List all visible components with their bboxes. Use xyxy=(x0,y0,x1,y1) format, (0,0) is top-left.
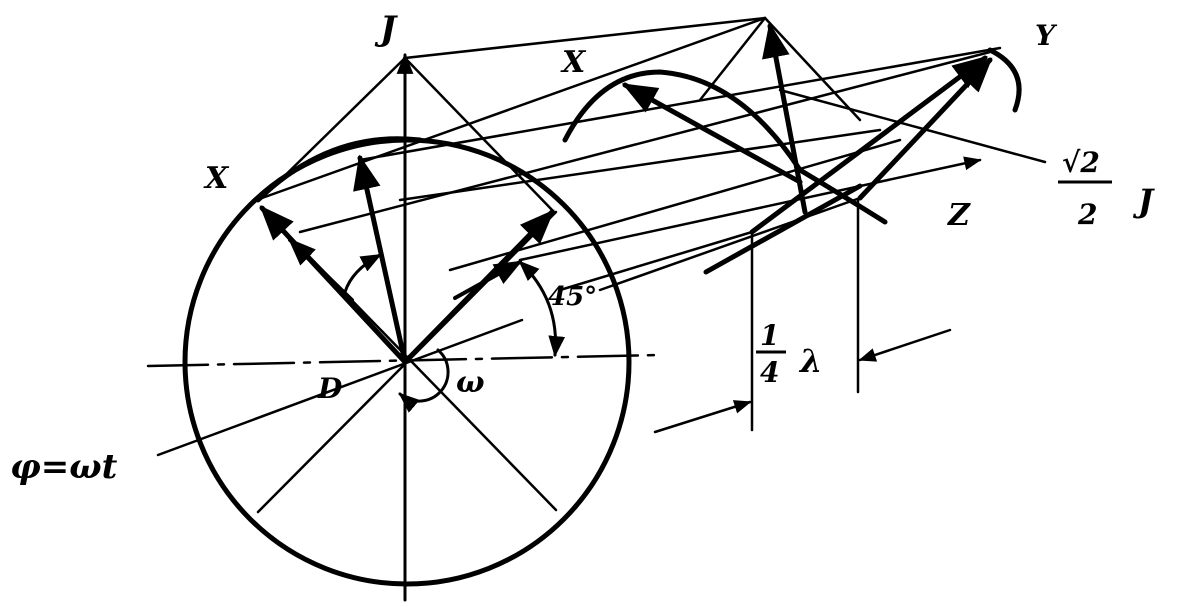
vector-small-45 xyxy=(453,260,523,300)
prop-line-6 xyxy=(448,138,902,272)
phase-line xyxy=(156,318,524,457)
prop-line-5 xyxy=(398,128,882,202)
label-j-top: J xyxy=(374,9,398,49)
baseline-thick xyxy=(703,183,863,275)
prop-line-9 xyxy=(598,196,862,292)
label-omega: ω xyxy=(456,365,485,400)
prop-line-8 xyxy=(558,230,754,292)
phase-arc xyxy=(343,253,382,294)
mid-vector-left xyxy=(621,82,803,185)
dim-arrow-right xyxy=(858,328,952,362)
prop-line-3 xyxy=(298,50,992,234)
label-x-top: X xyxy=(560,45,587,80)
wave-arc-mid xyxy=(562,69,888,225)
rotation-arc xyxy=(398,348,450,413)
label-phase: φ=ωt xyxy=(10,447,118,487)
label-amp-j: J xyxy=(1132,182,1155,220)
label-center: D xyxy=(317,372,343,405)
label-x-left: X xyxy=(203,161,230,196)
label-z: Z xyxy=(947,198,971,233)
wave-arc-end xyxy=(987,47,1022,113)
label-lambda: λ xyxy=(798,342,822,380)
amplitude-pointer xyxy=(778,88,1047,164)
vector-to-y xyxy=(749,55,988,235)
prop-line-7 xyxy=(518,156,982,262)
pyramid-right-edge xyxy=(403,56,557,215)
prop-line-4 xyxy=(358,46,1002,162)
horizontal-centerline xyxy=(146,353,662,368)
angle-45-arc xyxy=(518,260,566,358)
vector-small-diag xyxy=(287,238,354,302)
dim-arrow-left xyxy=(653,400,752,434)
prop-line-1 xyxy=(260,16,767,200)
vector-to-x xyxy=(259,205,408,365)
label-y: Y xyxy=(1035,19,1058,52)
prop-line-2 xyxy=(403,16,767,60)
label-amp-den: 2 xyxy=(1077,198,1097,231)
label-quarter-den: 4 xyxy=(760,356,779,389)
label-amp-num: √2 xyxy=(1062,146,1100,179)
label-angle: 45° xyxy=(548,282,597,312)
label-quarter-num: 1 xyxy=(760,319,779,352)
wave-arc-front xyxy=(255,136,423,203)
vector-up-left xyxy=(353,154,408,365)
